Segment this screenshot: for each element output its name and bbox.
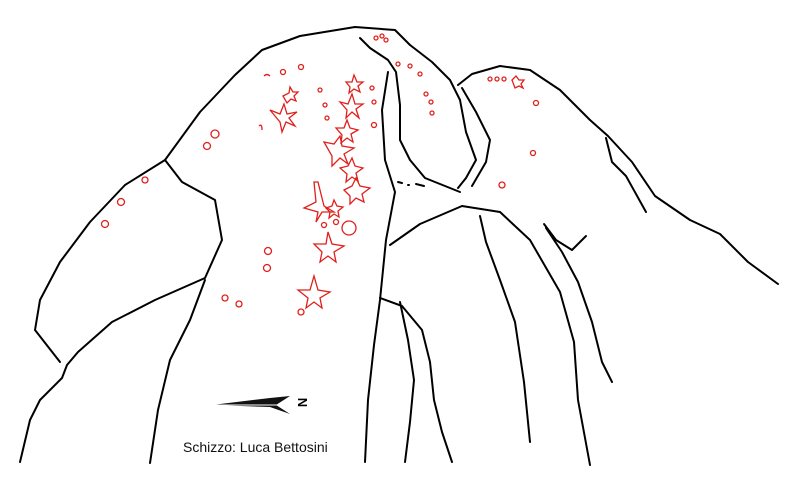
sketch-caption: Schizzo: Luca Bettosini (183, 439, 328, 455)
compass-label: N (295, 397, 311, 408)
rock-outlines (19, 26, 779, 466)
engravings (100, 33, 540, 316)
north-arrow-icon (212, 396, 290, 414)
